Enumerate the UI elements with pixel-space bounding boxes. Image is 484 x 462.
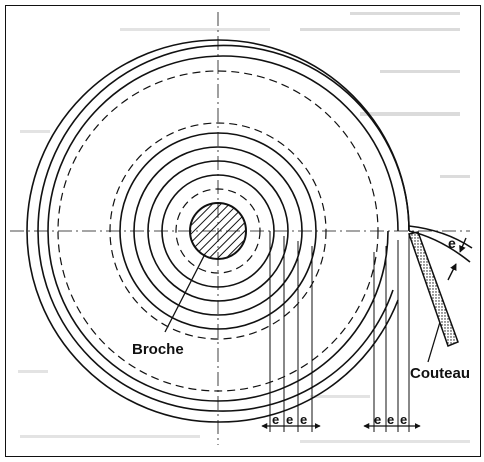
left-spacing-mark-3: e bbox=[300, 412, 307, 427]
knife-leader bbox=[427, 321, 441, 363]
left-spacing-extension-lines bbox=[269, 231, 313, 432]
spindle bbox=[189, 202, 247, 260]
dashed-layer-outlines bbox=[57, 70, 379, 392]
right-spacing-mark-3: e bbox=[400, 412, 407, 427]
spindle-label: Broche bbox=[132, 341, 184, 358]
knife-label: Couteau bbox=[410, 365, 470, 382]
left-spacing-mark-2: e bbox=[286, 412, 293, 427]
thickness-arrows bbox=[447, 237, 467, 281]
right-spacing-mark-2: e bbox=[387, 412, 394, 427]
left-spacing-mark-1: e bbox=[272, 412, 279, 427]
knife bbox=[408, 231, 459, 347]
right-spacing-extension-lines bbox=[373, 234, 410, 432]
knife-thickness-label: e bbox=[448, 235, 456, 251]
veneer-spiral bbox=[26, 39, 410, 423]
right-spacing-mark-1: e bbox=[374, 412, 381, 427]
diagram-frame bbox=[5, 5, 481, 457]
spindle-leader bbox=[164, 253, 206, 333]
